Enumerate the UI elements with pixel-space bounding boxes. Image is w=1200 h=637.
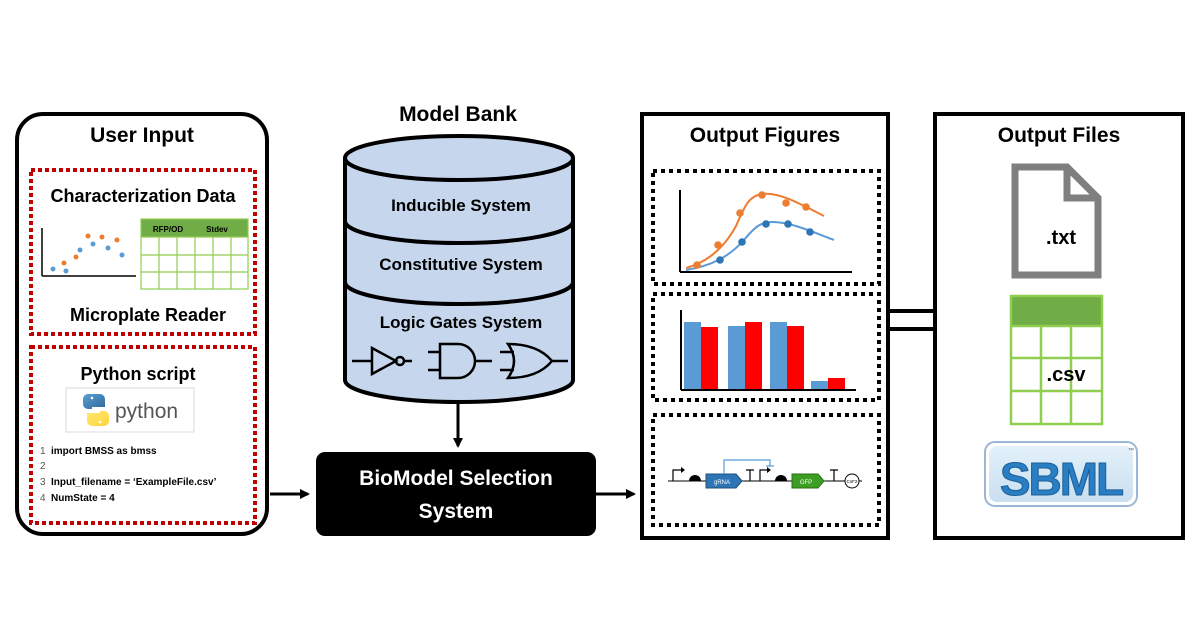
- python-script-box: [29, 345, 257, 525]
- python-snake-yellow-icon: [87, 411, 109, 426]
- table-header-rfp: RFP/OD: [153, 225, 183, 234]
- python-snake-blue-icon: [83, 394, 105, 409]
- bar-chart-thumbnail: [680, 310, 856, 391]
- rbs-icon: [689, 475, 701, 481]
- code-line-number: 3: [40, 477, 46, 488]
- user-input-panel: User Input Characterization Data RFP/OD …: [15, 112, 269, 536]
- selection-title-line2: System: [419, 500, 494, 523]
- code-line: NumState = 4: [51, 493, 115, 504]
- figure-frame: [651, 169, 881, 286]
- repression-arc: [723, 459, 771, 474]
- code-line-number: 4: [40, 493, 46, 504]
- output-figures-title: Output Figures: [690, 124, 841, 147]
- genetic-circuit-thumbnail: gRNA GFP CsF2: [668, 459, 862, 489]
- table-header-stdev: Stdev: [206, 225, 228, 234]
- model-bank-item: Constitutive System: [379, 255, 542, 274]
- svg-text:™: ™: [1128, 447, 1134, 454]
- user-input-title: User Input: [90, 124, 194, 147]
- code-line-number: 1: [40, 446, 46, 457]
- scatter-thumbnail: [41, 228, 136, 277]
- terminator-icon: [746, 469, 754, 481]
- txt-label: .txt: [1046, 227, 1076, 249]
- output-figures-frame: [640, 112, 890, 540]
- sbml-logo-text: SBML: [1000, 453, 1123, 505]
- code-line: Input_filename = ‘ExampleFile.csv’: [51, 477, 217, 488]
- model-bank-item: Logic Gates System: [380, 313, 543, 332]
- python-logo-text: python: [115, 400, 178, 423]
- terminator-icon: [830, 469, 838, 481]
- selection-box: [316, 452, 596, 536]
- data-table-thumbnail: RFP/OD Stdev: [140, 218, 249, 290]
- circuit-end-label: CsF2: [847, 479, 858, 484]
- output-files-title: Output Files: [998, 124, 1121, 147]
- gfp-label: GFP: [800, 480, 812, 486]
- rbs-icon: [775, 475, 787, 481]
- characterization-title: Characterization Data: [50, 186, 236, 206]
- csv-table-icon: [1009, 294, 1104, 426]
- selection-title-line1: BioModel Selection: [359, 467, 553, 490]
- python-script-title: Python script: [80, 364, 195, 384]
- database-cylinder-icon: [343, 134, 575, 404]
- grna-gene-icon: [705, 473, 743, 489]
- model-bank: Model Bank Inducible System Constitutive…: [343, 103, 575, 404]
- model-bank-item: Inducible System: [391, 196, 531, 215]
- python-logo: python: [65, 387, 195, 433]
- figure-frame: [651, 413, 881, 527]
- microplate-reader-label: Microplate Reader: [70, 305, 226, 325]
- code-line: import BMSS as bmss: [51, 446, 157, 457]
- promoter-icon: [759, 469, 767, 481]
- txt-file-icon: [1011, 163, 1102, 279]
- code-snippet: 1 import BMSS as bmss 2 3 Input_filename…: [40, 446, 217, 504]
- model-bank-title: Model Bank: [399, 103, 517, 126]
- output-files-panel: Output Files .txt .csv SBML ™: [933, 112, 1185, 540]
- sbml-logo: SBML ™: [984, 441, 1138, 507]
- code-line-number: 2: [40, 461, 46, 472]
- figures-files-connector: [888, 309, 935, 331]
- grna-label: gRNA: [714, 480, 730, 486]
- figure-frame: [651, 292, 881, 402]
- logic-gates-icon: [352, 342, 568, 380]
- line-chart-thumbnail: [679, 190, 852, 273]
- output-figures-panel: Output Figures: [640, 112, 890, 540]
- promoter-icon: [672, 469, 681, 481]
- flow-arrows: [270, 402, 636, 499]
- gfp-gene-icon: [791, 473, 825, 489]
- csv-label: .csv: [1047, 364, 1087, 386]
- biomodel-selection-system: BioModel Selection System: [316, 452, 596, 536]
- characterization-box: [29, 168, 257, 336]
